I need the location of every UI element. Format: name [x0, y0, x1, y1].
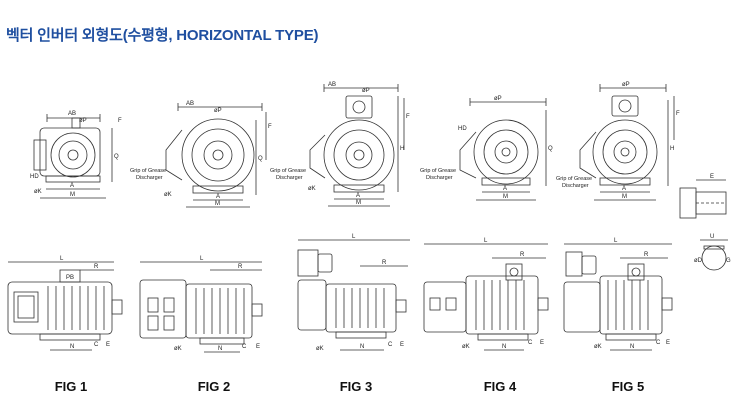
- svg-text:PB: PB: [66, 275, 74, 281]
- shaft-key-detail: U øD G: [694, 234, 731, 271]
- svg-text:øK: øK: [164, 192, 172, 198]
- fig3-side-view: L R N øK C E: [297, 234, 410, 352]
- svg-text:øP: øP: [622, 82, 630, 88]
- svg-text:Q: Q: [258, 156, 263, 162]
- fig-label-4: FIG 4: [483, 379, 517, 394]
- svg-text:L: L: [484, 238, 488, 244]
- svg-text:Q: Q: [548, 146, 553, 152]
- svg-text:C: C: [242, 344, 247, 350]
- svg-text:N: N: [218, 346, 222, 352]
- svg-text:C: C: [528, 340, 533, 346]
- svg-text:øK: øK: [308, 186, 316, 192]
- dim-q: Q: [114, 154, 119, 160]
- svg-text:øK: øK: [462, 344, 470, 350]
- dim-m: M: [70, 192, 75, 198]
- svg-text:M: M: [622, 194, 627, 200]
- svg-text:H: H: [670, 146, 674, 152]
- svg-text:øP: øP: [214, 108, 222, 114]
- dim-ab: AB: [68, 111, 76, 117]
- svg-text:N: N: [70, 344, 74, 350]
- fig4-front-view: øP A M Grip of Grease Discharger Q HD: [420, 96, 553, 201]
- svg-text:E: E: [106, 342, 110, 348]
- fig3-front-view: AB øP A M Grip of Grease Discharger H F …: [270, 82, 410, 207]
- fig2-front-view: AB øP A M Grip of Grease Discharger Q F …: [130, 101, 272, 208]
- fig-label-2: FIG 2: [197, 379, 231, 394]
- dim-p: øP: [79, 118, 87, 124]
- dim-l: L: [60, 256, 64, 262]
- svg-text:Grip of Grease: Grip of Grease: [556, 176, 592, 182]
- svg-text:N: N: [630, 344, 634, 350]
- svg-text:L: L: [200, 256, 204, 262]
- fig1-front-view: AB øP A M HD øK Q F: [30, 111, 122, 199]
- svg-text:C: C: [656, 340, 661, 346]
- grip-of-grease-label: Grip of Grease: [130, 168, 166, 174]
- fig2-side-view: L R N øK C E: [139, 256, 263, 353]
- fig1-side-view: L R PB N C E: [7, 256, 123, 351]
- svg-text:R: R: [520, 252, 525, 258]
- svg-text:Grip of Grease: Grip of Grease: [270, 168, 306, 174]
- svg-text:A: A: [503, 186, 507, 192]
- svg-text:Discharger: Discharger: [562, 183, 589, 189]
- fig-label-3: FIG 3: [339, 379, 373, 394]
- svg-text:M: M: [215, 201, 220, 207]
- page-title: 벡터 인버터 외형도(수평형, HORIZONTAL TYPE): [6, 27, 319, 44]
- svg-text:M: M: [503, 194, 508, 200]
- svg-text:U: U: [710, 234, 714, 240]
- dim-f: F: [118, 118, 122, 124]
- svg-text:øP: øP: [494, 96, 502, 102]
- svg-text:F: F: [268, 124, 272, 130]
- svg-text:øK: øK: [174, 346, 182, 352]
- svg-text:G: G: [726, 258, 731, 264]
- svg-text:HD: HD: [458, 126, 467, 132]
- svg-text:R: R: [382, 260, 387, 266]
- svg-text:AB: AB: [186, 101, 194, 107]
- svg-text:L: L: [352, 234, 356, 240]
- svg-text:Discharger: Discharger: [276, 175, 303, 181]
- svg-text:øK: øK: [594, 344, 602, 350]
- fig4-side-view: L R N øK C E: [423, 238, 549, 351]
- svg-text:H: H: [400, 146, 404, 152]
- svg-text:A: A: [216, 194, 220, 200]
- svg-text:C: C: [94, 342, 99, 348]
- svg-text:Grip of Grease: Grip of Grease: [420, 168, 456, 174]
- svg-text:øD: øD: [694, 258, 703, 264]
- fig5-side-view: L R N øK C E: [563, 238, 673, 351]
- fig-label-5: FIG 5: [611, 379, 645, 394]
- svg-text:E: E: [710, 174, 714, 180]
- shaft-end-detail: E: [679, 174, 727, 219]
- dim-k: øK: [34, 189, 42, 195]
- svg-text:N: N: [502, 344, 506, 350]
- svg-text:E: E: [540, 340, 544, 346]
- svg-text:M: M: [356, 200, 361, 206]
- svg-text:E: E: [400, 342, 404, 348]
- svg-text:F: F: [406, 114, 410, 120]
- svg-text:R: R: [238, 264, 243, 270]
- svg-text:F: F: [676, 111, 680, 117]
- svg-text:AB: AB: [328, 82, 336, 88]
- svg-text:A: A: [622, 186, 626, 192]
- fig5-front-view: øP A M Grip of Grease Discharger H F: [556, 82, 680, 201]
- discharger-label: Discharger: [136, 175, 163, 181]
- dim-hd: HD: [30, 174, 39, 180]
- svg-text:øK: øK: [316, 346, 324, 352]
- svg-text:R: R: [644, 252, 649, 258]
- svg-text:L: L: [614, 238, 618, 244]
- svg-text:E: E: [256, 344, 260, 350]
- dim-a: A: [70, 183, 74, 189]
- fig-label-1: FIG 1: [54, 379, 88, 394]
- svg-text:Discharger: Discharger: [426, 175, 453, 181]
- svg-text:R: R: [94, 264, 99, 270]
- svg-text:A: A: [356, 193, 360, 199]
- svg-text:øP: øP: [362, 88, 370, 94]
- svg-text:N: N: [360, 344, 364, 350]
- svg-text:C: C: [388, 342, 393, 348]
- svg-text:E: E: [666, 340, 670, 346]
